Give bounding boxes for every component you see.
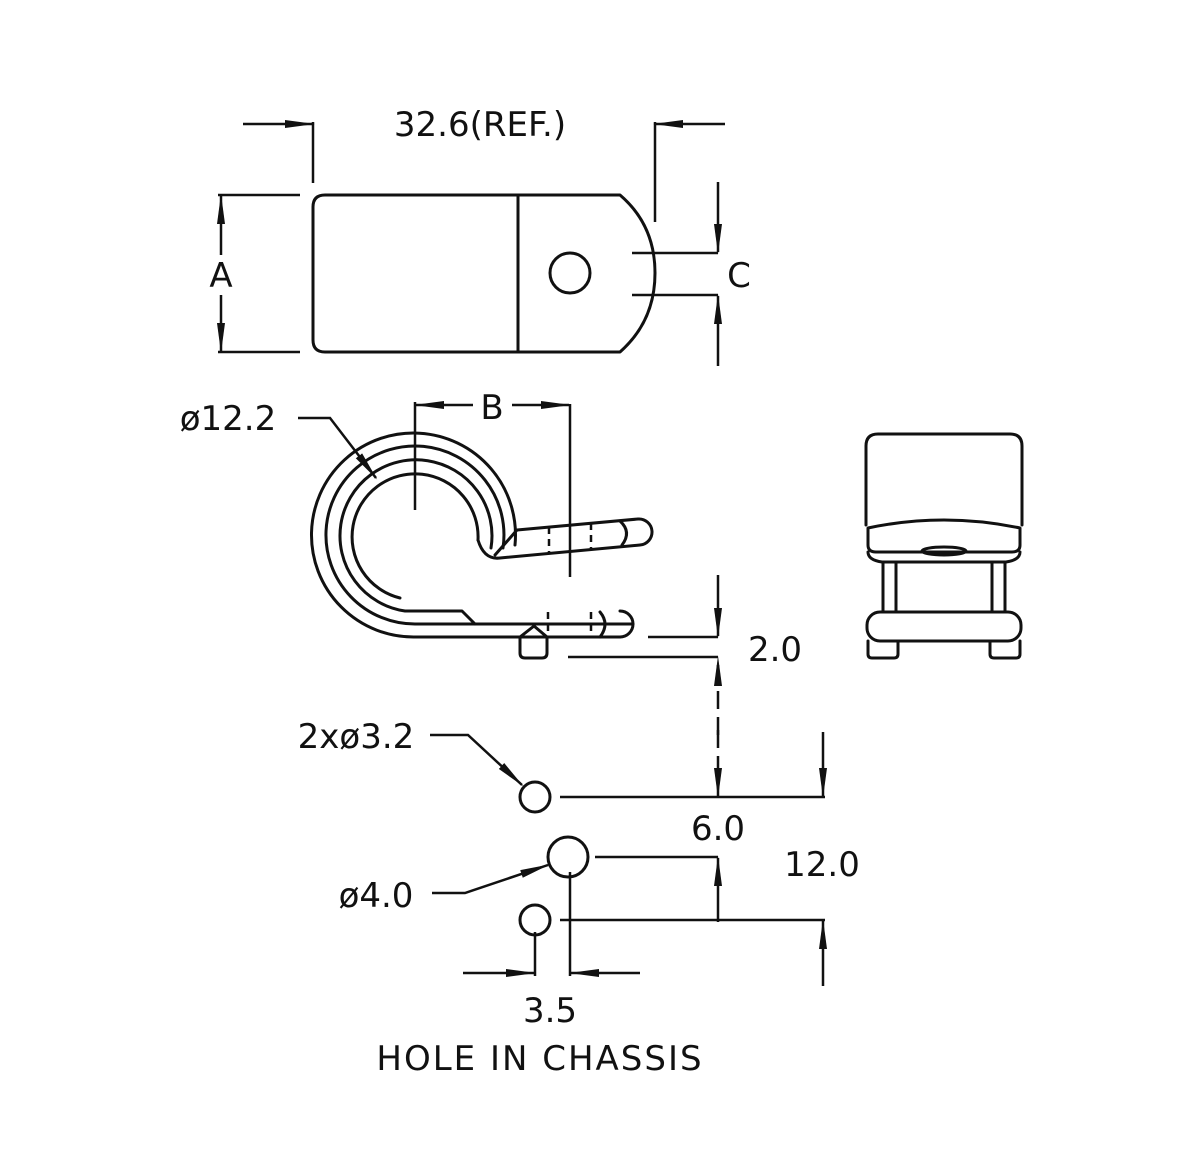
- dim-hole-spacing: 12.0: [784, 845, 860, 885]
- top-view-outline: [311, 193, 657, 354]
- end-view: [864, 432, 1024, 660]
- mount-hole: [548, 251, 592, 295]
- clip-ring-outer: [310, 431, 622, 639]
- center-hole: [546, 835, 590, 879]
- end-view-bottom-bar: [865, 610, 1023, 643]
- leader-line: [430, 733, 524, 787]
- leader-line: [298, 416, 378, 480]
- chassis-hole-pattern: 6.0 12.0 3.5 2xø3.2 ø4.0 HOLE IN CHASSIS: [298, 656, 860, 1079]
- clip-locating-pin: [518, 624, 549, 660]
- top-view: 32.6(REF.) A C: [209, 105, 751, 366]
- dim-a: A: [209, 256, 232, 296]
- end-view-foot: [866, 639, 900, 660]
- dim-c: C: [727, 256, 751, 296]
- dim-thickness: 2.0: [748, 630, 802, 670]
- dim-mount-holes: 2xø3.2: [298, 717, 415, 757]
- end-view-foot: [988, 639, 1022, 660]
- clip-upper-arm: [476, 517, 654, 560]
- dim-overall-length: 32.6(REF.): [394, 105, 566, 145]
- end-view-top-bar: [866, 518, 1022, 554]
- end-view-hole: [920, 545, 968, 557]
- end-view-body: [864, 432, 1024, 527]
- clip-lower-arm-end: [618, 609, 635, 639]
- dim-center-hole: ø4.0: [339, 876, 414, 916]
- leader-line: [432, 863, 550, 895]
- dim-hole-vertical-offset: 6.0: [691, 809, 745, 849]
- clip-arm-end: [618, 519, 628, 547]
- side-view: B ø12.2 2.0: [180, 388, 802, 670]
- mount-hole-lower: [518, 903, 552, 937]
- caption: HOLE IN CHASSIS: [376, 1039, 703, 1079]
- dim-b: B: [480, 388, 503, 428]
- clip-ring: [324, 444, 635, 626]
- dim-bore-diameter: ø12.2: [180, 399, 277, 439]
- clip-ring-inner: [350, 472, 480, 600]
- dim-hole-horizontal-offset: 3.5: [523, 991, 577, 1031]
- clip-lower-arm-end: [598, 610, 607, 639]
- end-view-ledge: [866, 550, 1022, 564]
- mount-hole-upper: [518, 780, 552, 814]
